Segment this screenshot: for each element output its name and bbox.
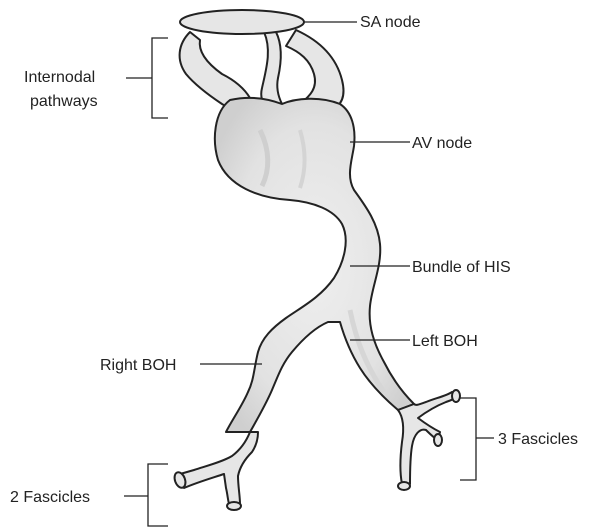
two-fascicles-bracket	[148, 464, 168, 526]
left-boh-label: Left BOH	[412, 333, 478, 350]
av-node-label: AV node	[412, 135, 472, 152]
left-fascicle-end-3	[398, 482, 410, 490]
sa-node-label: SA node	[360, 14, 421, 31]
three-fascicles-bracket	[460, 398, 476, 480]
internodal-bracket	[152, 38, 168, 118]
left-fascicle-end-1	[452, 390, 460, 402]
right-boh-label: Right BOH	[100, 357, 176, 374]
internodal-middle-branch	[261, 32, 282, 108]
left-fascicle-end-2	[434, 434, 442, 446]
right-fascicle-end-2	[227, 502, 241, 510]
two-fascicles-label: 2 Fascicles	[10, 489, 90, 506]
internodal-label-line2: pathways	[30, 93, 98, 110]
three-fascicles-label: 3 Fascicles	[498, 431, 578, 448]
left-bundle-branch	[398, 392, 458, 484]
labels: SA node Internodal pathways AV node Bund…	[10, 14, 578, 506]
internodal-label-line1: Internodal	[24, 69, 95, 86]
sa-node-shape	[180, 10, 304, 34]
right-bundle-branch	[180, 432, 258, 506]
bundle-of-his-label: Bundle of HIS	[412, 259, 511, 276]
av-node-body	[215, 98, 414, 432]
